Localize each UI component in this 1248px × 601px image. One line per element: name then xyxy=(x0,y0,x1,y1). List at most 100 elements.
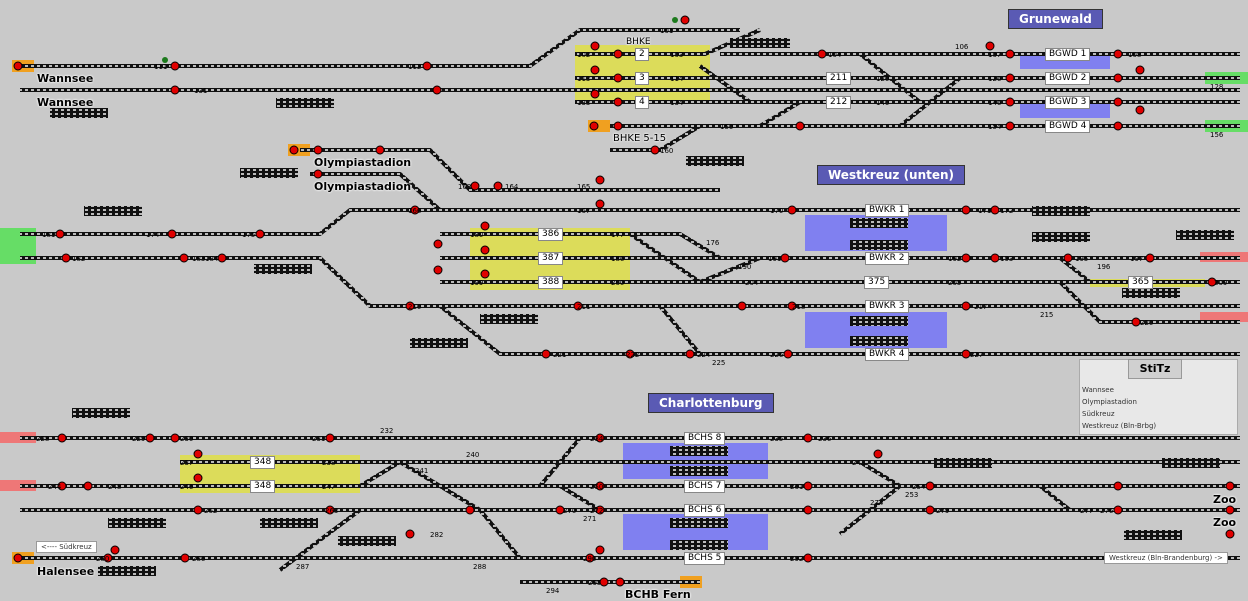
legend-wannsee[interactable]: Wannsee xyxy=(1082,386,1114,394)
track-label-4[interactable]: 4 xyxy=(635,96,649,109)
track-label-348b[interactable]: 348 xyxy=(250,480,276,493)
element-number: 172 xyxy=(1000,207,1014,215)
track-label-bwkr1[interactable]: BWKR 1 xyxy=(865,204,909,217)
element-number: 192 xyxy=(948,255,962,263)
element-number: 235 xyxy=(770,435,784,443)
station-wannsee-2[interactable]: Wannsee xyxy=(37,96,94,109)
station-halensee[interactable]: Halensee xyxy=(37,565,95,578)
station-olympiastadion-1[interactable]: Olympiastadion xyxy=(314,156,412,169)
element-number: 104 xyxy=(828,51,842,59)
element-number: 232 xyxy=(380,427,394,435)
element-number: 241 xyxy=(415,467,429,475)
legend-olympiastadion[interactable]: Olympiastadion xyxy=(1082,398,1137,406)
element-number: 286 xyxy=(192,555,206,563)
element-number: 287 xyxy=(296,563,310,571)
track-label-386[interactable]: 386 xyxy=(538,228,564,241)
element-number: 103 xyxy=(670,51,684,59)
track-label-365[interactable]: 365 xyxy=(1128,276,1154,289)
area-title-westkreuz: Westkreuz (unten) xyxy=(817,165,966,185)
track-label-388[interactable]: 388 xyxy=(538,276,564,289)
track-label-bgwd1[interactable]: BGWD 1 xyxy=(1045,48,1091,61)
element-number: 107 xyxy=(988,51,1002,59)
element-number: 101 xyxy=(660,27,674,35)
track-label-bwkr4[interactable]: BWKR 4 xyxy=(865,348,909,361)
element-number: 102 xyxy=(577,51,591,59)
element-number: 193 xyxy=(1000,255,1014,263)
element-number: 226 xyxy=(770,351,784,359)
element-number: 230 xyxy=(180,435,194,443)
station-bchb-fern[interactable]: BCHB Fern xyxy=(625,588,691,601)
element-number: 277 xyxy=(1080,507,1094,515)
track-label-bwkr2[interactable]: BWKR 2 xyxy=(865,252,909,265)
track-label-3[interactable]: 3 xyxy=(635,72,649,85)
element-number: 240 xyxy=(466,451,480,459)
element-number: 182 xyxy=(72,255,86,263)
track-label-bgwd3[interactable]: BGWD 3 xyxy=(1045,96,1091,109)
element-number: 106 xyxy=(955,43,969,51)
element-number: 288 xyxy=(473,563,487,571)
track-label-bgwd4[interactable]: BGWD 4 xyxy=(1045,120,1091,133)
station-zoo-2[interactable]: Zoo xyxy=(1213,516,1237,529)
element-number: 191 xyxy=(768,255,782,263)
element-number: 220 xyxy=(1140,319,1154,327)
station-bhke-5-15[interactable]: BHKE 5-15 xyxy=(613,133,667,144)
station-olympiastadion-2[interactable]: Olympiastadion xyxy=(314,180,412,193)
element-number: 238 xyxy=(322,459,336,467)
legend-suedkreuz[interactable]: Südkreuz xyxy=(1082,410,1115,418)
track-label-348a[interactable]: 348 xyxy=(250,456,276,469)
track-label-bwkr3[interactable]: BWKR 3 xyxy=(865,300,909,313)
nav-westkreuz-button[interactable]: Westkreuz (Bln-Brandenburg) -> xyxy=(1104,552,1228,564)
element-number: 231 xyxy=(312,435,326,443)
element-number: 166 xyxy=(408,207,422,215)
track-label-212[interactable]: 212 xyxy=(826,96,852,109)
element-number: 210 xyxy=(408,303,422,311)
element-number: 199 xyxy=(470,279,484,287)
element-number: 280 xyxy=(96,555,110,563)
legend-westkreuz-brbg[interactable]: Westkreuz (Bln-Brbg) xyxy=(1082,422,1157,430)
element-number: 248 xyxy=(108,483,122,491)
element-number: 215 xyxy=(1040,311,1054,319)
element-number: 195 xyxy=(1075,255,1089,263)
element-number: 186 xyxy=(611,255,625,263)
element-number: 243 xyxy=(852,459,866,467)
element-number: 150 xyxy=(720,123,734,131)
element-number: 197 xyxy=(1130,255,1144,263)
element-number: 111 xyxy=(154,63,168,71)
element-number: 183 xyxy=(192,255,206,263)
element-number: 290 xyxy=(583,555,597,563)
track-label-bchs8[interactable]: BCHS 8 xyxy=(684,432,726,445)
track-label-2[interactable]: 2 xyxy=(635,48,649,61)
element-number: 134 xyxy=(670,99,684,107)
nav-suedkreuz-button[interactable]: <---- Südkreuz xyxy=(36,541,97,553)
element-number: 131 xyxy=(194,87,208,95)
element-number: 247 xyxy=(322,483,336,491)
element-number: 221 xyxy=(553,351,567,359)
element-number: 254 xyxy=(912,483,926,491)
element-number: 225 xyxy=(712,359,726,367)
track-label-bchs5[interactable]: BCHS 5 xyxy=(684,552,726,565)
element-number: 163 xyxy=(458,183,472,191)
track-label-bchs7[interactable]: BCHS 7 xyxy=(684,480,726,493)
element-number: 250 xyxy=(590,483,604,491)
element-number: 292 xyxy=(790,555,804,563)
track-label-bchs6[interactable]: BCHS 6 xyxy=(684,504,726,517)
track-label-bgwd2[interactable]: BGWD 2 xyxy=(1045,72,1091,85)
element-number: 246 xyxy=(180,483,194,491)
element-number: 156 xyxy=(1210,131,1224,139)
element-number: 154 xyxy=(988,123,1002,131)
element-number: 253 xyxy=(905,491,919,499)
element-number: 222 xyxy=(626,351,640,359)
element-number: 217 xyxy=(974,303,988,311)
station-bhke[interactable]: BHKE xyxy=(626,37,651,47)
element-number: 181 xyxy=(42,231,56,239)
track-label-387[interactable]: 387 xyxy=(538,252,564,265)
station-zoo-1[interactable]: Zoo xyxy=(1213,493,1237,506)
element-number: 164 xyxy=(505,183,519,191)
station-wannsee-1[interactable]: Wannsee xyxy=(37,72,94,85)
area-title-charlottenburg: Charlottenburg xyxy=(648,393,774,413)
element-number: 120 xyxy=(876,75,890,83)
track-label-211[interactable]: 211 xyxy=(826,72,852,85)
track-label-375[interactable]: 375 xyxy=(864,276,890,289)
element-number: 261 xyxy=(790,483,804,491)
